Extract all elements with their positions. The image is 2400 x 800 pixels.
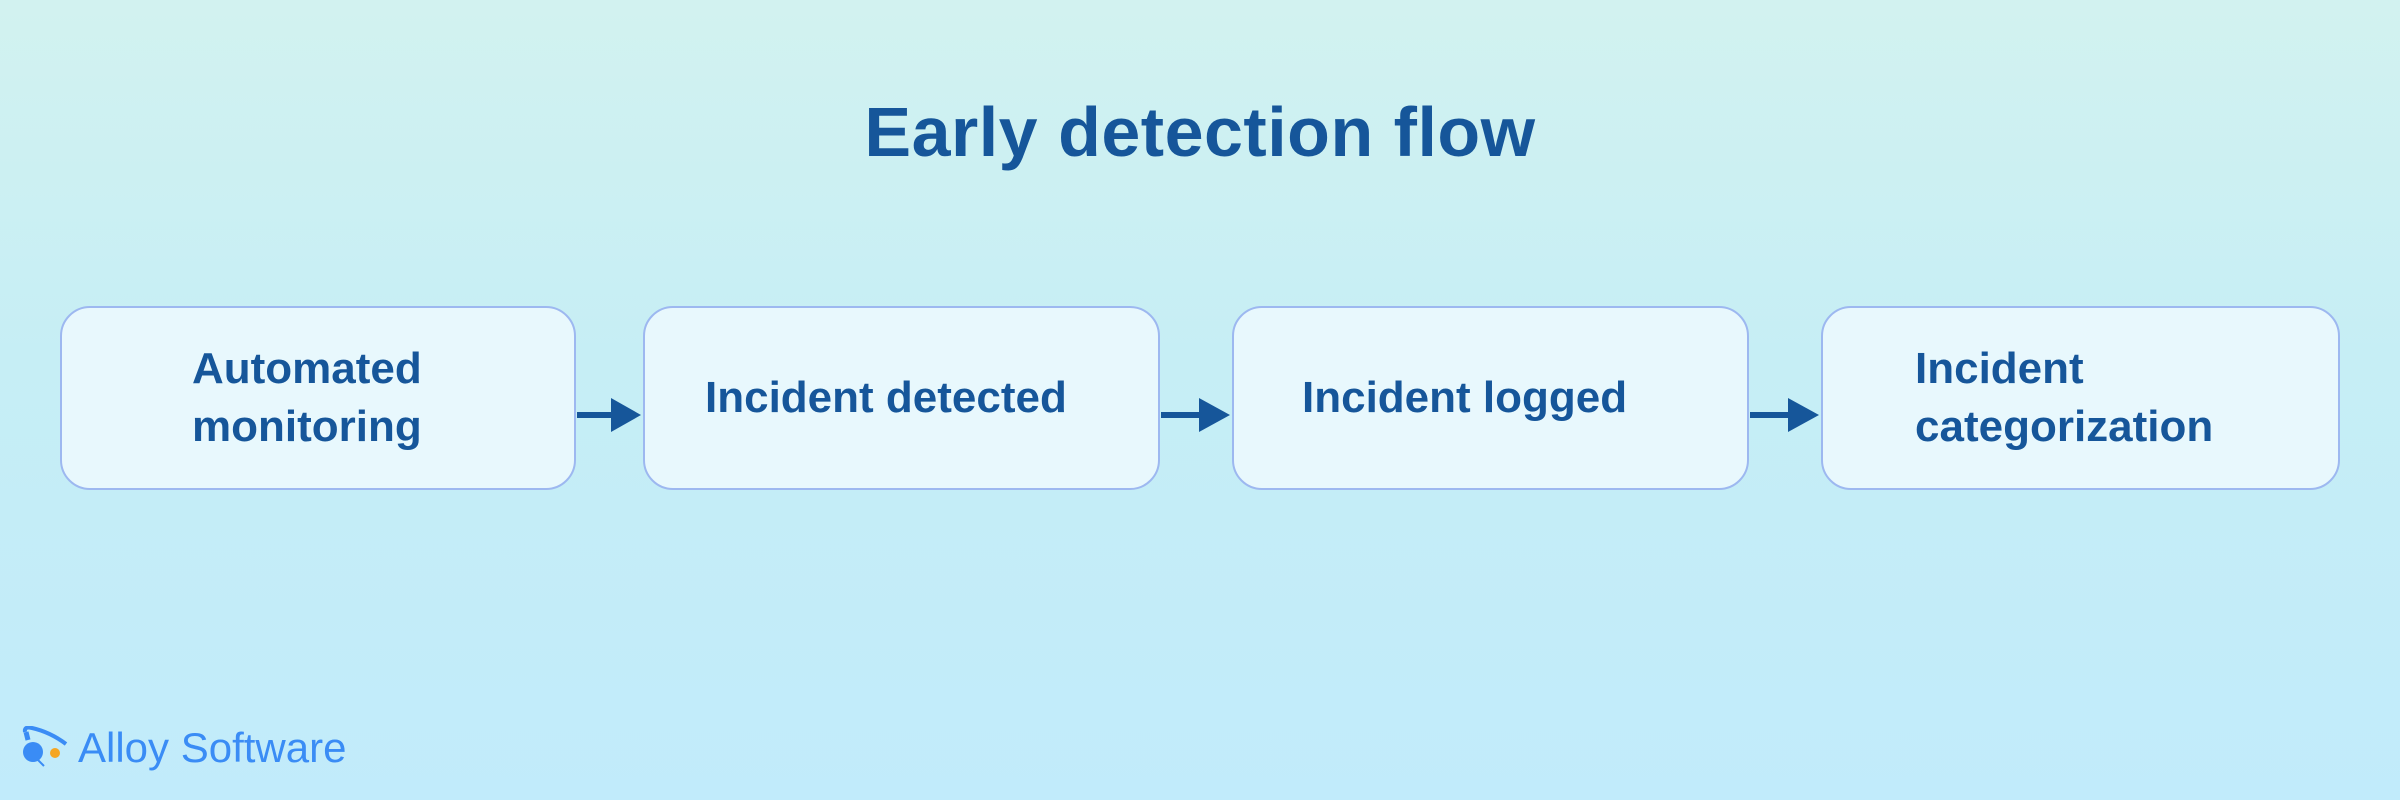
arrow-icon xyxy=(577,398,641,432)
step-incident-detected: Incident detected xyxy=(643,306,1160,490)
diagram-title: Early detection flow xyxy=(864,93,1536,171)
step-label: Incident detected xyxy=(705,373,1067,422)
arrow-icon xyxy=(1750,398,1819,432)
step-automated-monitoring: Automated monitoring xyxy=(60,306,576,490)
alloy-logo-icon xyxy=(22,726,68,767)
step-label: Incident categorization xyxy=(1915,344,2214,451)
logo-text: Alloy Software xyxy=(78,724,347,771)
step-label: Automated monitoring xyxy=(192,344,422,451)
alloy-software-logo: Alloy Software xyxy=(22,724,346,772)
arrow-icon xyxy=(1161,398,1230,432)
step-incident-categorization: Incident categorization xyxy=(1821,306,2340,490)
step-incident-logged: Incident logged xyxy=(1232,306,1749,490)
step-label: Incident logged xyxy=(1302,373,1628,422)
